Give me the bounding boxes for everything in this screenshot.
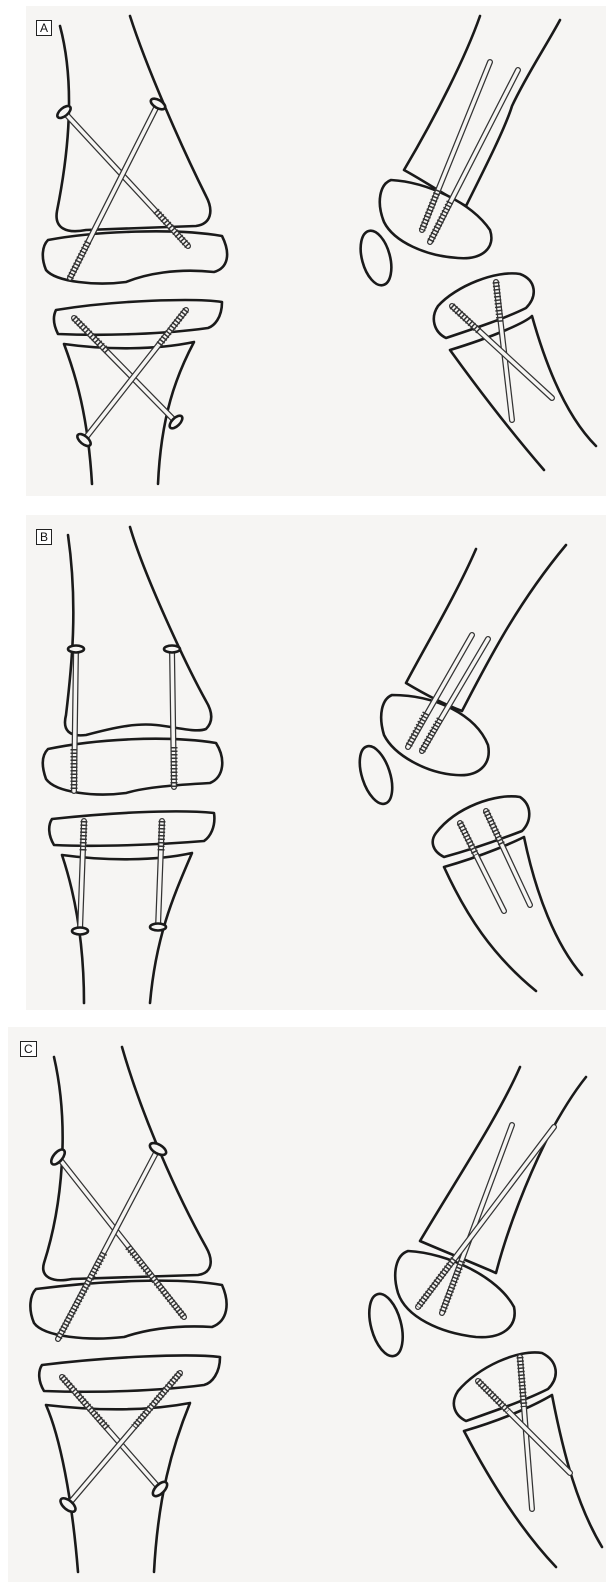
tibia-lateral: [450, 316, 596, 470]
patella-lateral: [355, 227, 397, 288]
tibia-lateral: [444, 837, 582, 991]
panel-a: A: [26, 6, 606, 496]
patella-lateral: [353, 742, 398, 808]
panel-a-lateral-view: [355, 16, 596, 470]
panel-c-lateral-view: [363, 1067, 602, 1567]
panel-a-drawing: [26, 6, 606, 496]
femur-lateral: [404, 16, 560, 206]
femur-frontal: [57, 16, 211, 231]
tibia-lateral: [464, 1395, 602, 1567]
proximal-tibial-epiphysis-frontal: [49, 811, 214, 845]
panel-b-lateral-view: [353, 545, 582, 991]
proximal-tibial-epiphysis-lateral: [434, 273, 534, 338]
panel-b-frontal-view: [43, 527, 222, 1003]
distal-femoral-epiphysis-lateral: [381, 695, 489, 775]
panel-b: B: [26, 515, 606, 1010]
tibia-frontal: [64, 342, 194, 484]
proximal-tibial-epiphysis-frontal: [54, 300, 222, 335]
panel-c-frontal-view: [30, 1047, 226, 1572]
tibia-frontal: [46, 1403, 190, 1572]
femur-lateral: [406, 545, 566, 711]
femur-frontal: [65, 527, 211, 735]
panel-c-drawing: [8, 1027, 606, 1582]
panel-b-drawing: [26, 515, 606, 1010]
panel-c: C: [8, 1027, 606, 1582]
screw-tibia-1-frontal: [62, 1377, 170, 1499]
proximal-tibial-epiphysis-lateral: [433, 796, 530, 857]
femur-lateral: [420, 1067, 586, 1273]
distal-femoral-epiphysis-frontal: [43, 739, 222, 795]
distal-femoral-epiphysis-lateral: [395, 1251, 514, 1337]
panel-a-frontal-view: [43, 16, 227, 484]
